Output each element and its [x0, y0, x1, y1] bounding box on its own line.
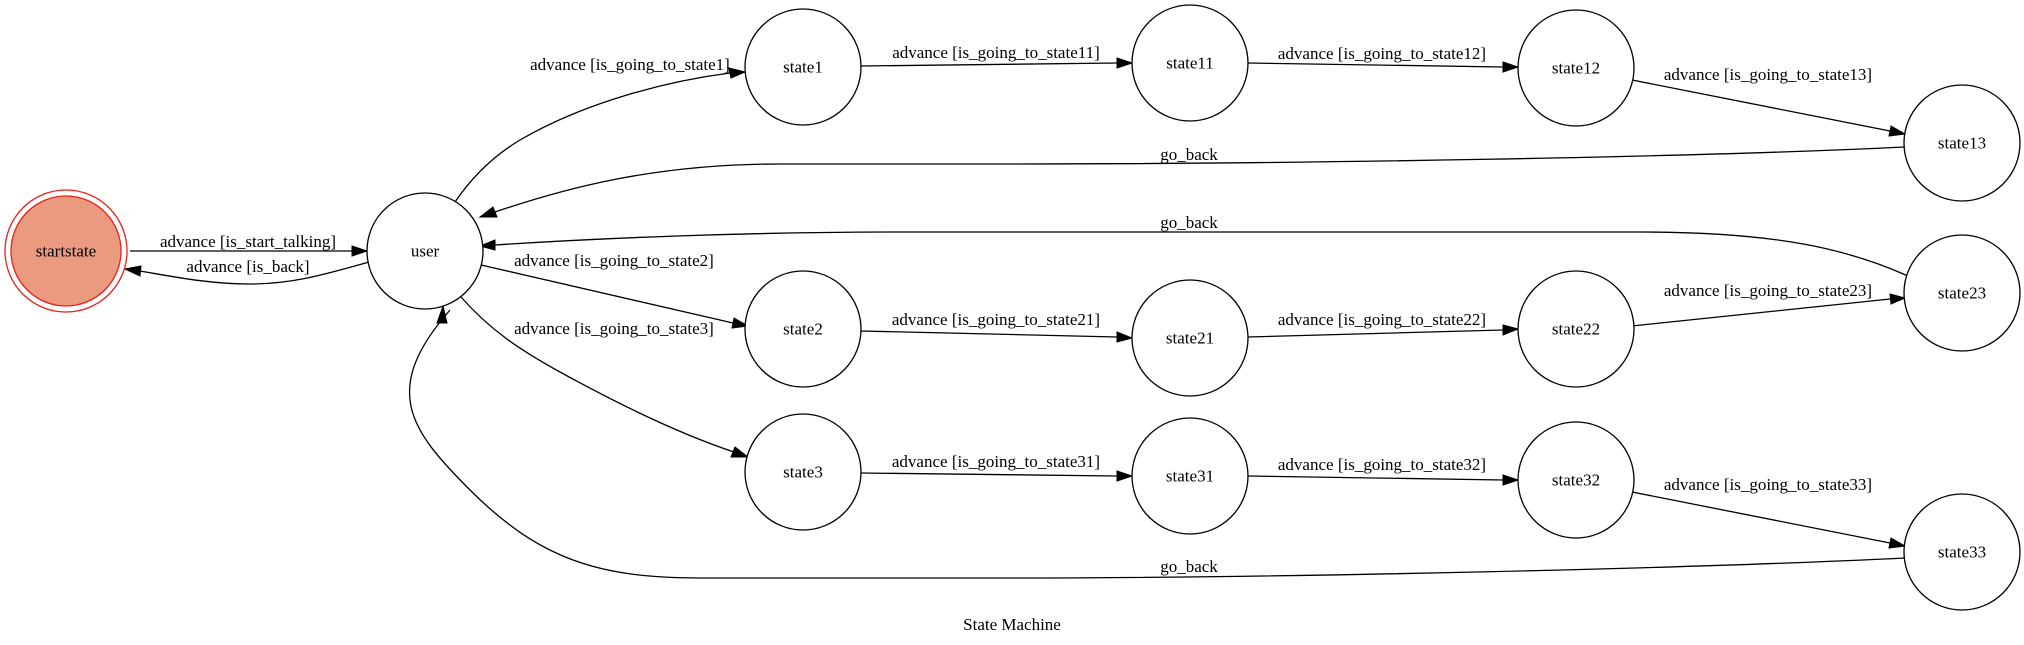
edge-user-to-state1: advance [is_going_to_state1] — [454, 55, 747, 203]
edge-label-state11-to-state12: advance [is_going_to_state12] — [1278, 44, 1486, 63]
node-state21: state21 — [1131, 279, 1249, 397]
edge-start-to-user: advance [is_start_talking] — [130, 232, 369, 257]
edge-label-state3-to-state31: advance [is_going_to_state31] — [892, 452, 1100, 471]
edge-label-start-to-user: advance [is_start_talking] — [160, 232, 336, 251]
edge-label-state12-to-state13: advance [is_going_to_state13] — [1664, 65, 1872, 84]
edge-label-user-to-state3: advance [is_going_to_state3] — [514, 319, 714, 338]
edge-state1-to-state11: advance [is_going_to_state11] — [860, 43, 1134, 69]
edge-label-state2-to-state21: advance [is_going_to_state21] — [892, 310, 1100, 329]
edge-label-state33-to-user: go_back — [1160, 557, 1218, 576]
node-state32: state32 — [1517, 421, 1635, 539]
edge-label-state32-to-state33: advance [is_going_to_state33] — [1664, 475, 1872, 494]
edge-user-to-start: advance [is_back] — [123, 257, 370, 285]
edge-user-to-state2: advance [is_going_to_state2] — [480, 251, 750, 329]
node-label-state32: state32 — [1552, 471, 1600, 490]
edge-state11-to-state12: advance [is_going_to_state12] — [1247, 44, 1520, 73]
node-label-state22: state22 — [1552, 320, 1600, 339]
node-startstate: startstate — [4, 189, 128, 313]
edge-label-user-to-start: advance [is_back] — [186, 257, 309, 276]
edge-state3-to-state31: advance [is_going_to_state31] — [860, 452, 1134, 482]
edge-label-state1-to-state11: advance [is_going_to_state11] — [892, 43, 1100, 62]
edge-label-user-to-state2: advance [is_going_to_state2] — [514, 251, 714, 270]
node-label-state23: state23 — [1938, 284, 1986, 303]
node-state12: state12 — [1517, 9, 1635, 127]
node-state22: state22 — [1517, 270, 1635, 388]
node-state33: state33 — [1903, 493, 2021, 611]
edge-label-state13-to-user: go_back — [1160, 145, 1218, 164]
edge-state21-to-state22: advance [is_going_to_state22] — [1247, 310, 1520, 338]
edge-label-user-to-state1: advance [is_going_to_state1] — [530, 55, 730, 74]
edge-state32-to-state33: advance [is_going_to_state33] — [1631, 475, 1907, 549]
node-label-state13: state13 — [1938, 134, 1986, 153]
diagram-title: State Machine — [963, 615, 1061, 634]
edge-label-state22-to-state23: advance [is_going_to_state23] — [1664, 281, 1872, 300]
node-state1: state1 — [744, 8, 862, 126]
node-label-state3: state3 — [783, 463, 823, 482]
edge-state31-to-state32: advance [is_going_to_state32] — [1247, 455, 1520, 486]
node-label-user: user — [411, 242, 440, 261]
edge-state22-to-state23: advance [is_going_to_state23] — [1631, 281, 1907, 327]
node-state2: state2 — [744, 270, 862, 388]
node-state3: state3 — [744, 413, 862, 531]
edge-state13-to-user: go_back — [478, 145, 1906, 218]
node-label-state21: state21 — [1166, 329, 1214, 348]
node-label-state1: state1 — [783, 58, 823, 77]
edge-state12-to-state13: advance [is_going_to_state13] — [1631, 65, 1907, 137]
node-state31: state31 — [1131, 417, 1249, 535]
node-user: user — [366, 192, 484, 310]
node-label-state2: state2 — [783, 320, 823, 339]
edge-state33-to-user: go_back — [409, 304, 1906, 579]
node-label-startstate: startstate — [36, 242, 96, 261]
node-label-state12: state12 — [1552, 59, 1600, 78]
node-label-state33: state33 — [1938, 543, 1986, 562]
node-label-state11: state11 — [1166, 54, 1214, 73]
node-state13: state13 — [1903, 84, 2021, 202]
edge-state2-to-state21: advance [is_going_to_state21] — [860, 310, 1134, 343]
node-label-state31: state31 — [1166, 467, 1214, 486]
node-state23: state23 — [1903, 234, 2021, 352]
edge-user-to-state3: advance [is_going_to_state3] — [460, 296, 750, 458]
edge-label-state31-to-state32: advance [is_going_to_state32] — [1278, 455, 1486, 474]
edge-label-state23-to-user: go_back — [1160, 213, 1218, 232]
node-state11: state11 — [1131, 4, 1249, 122]
edge-label-state21-to-state22: advance [is_going_to_state22] — [1278, 310, 1486, 329]
edge-state23-to-user: go_back — [478, 213, 1909, 277]
